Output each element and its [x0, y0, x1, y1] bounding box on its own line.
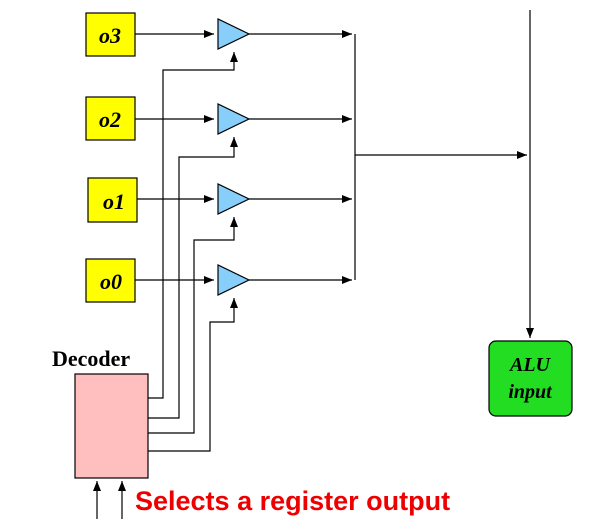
buffer-o0-icon — [217, 264, 251, 296]
register-o3-box — [85, 12, 136, 57]
register-o2-box — [85, 96, 136, 141]
enable-wire-o1 — [148, 217, 238, 434]
register-o1-box — [87, 177, 138, 223]
register-o3-label: o3 — [99, 23, 121, 48]
register-o3: o3 — [85, 12, 136, 57]
buffer-o3-icon — [217, 18, 251, 50]
enable-wire-o0 — [148, 298, 238, 452]
alu-input-label: input — [508, 381, 553, 403]
register-o2-label: o2 — [99, 107, 121, 132]
register-o1-label: o1 — [103, 189, 125, 214]
buffer-o1-icon — [217, 183, 251, 215]
register-o2: o2 — [85, 96, 136, 141]
enable-wire-o3 — [148, 52, 238, 399]
buffer-o2-icon — [217, 103, 251, 135]
enable-wire-o2 — [148, 137, 238, 419]
caption-text: Selects a register output — [135, 486, 450, 516]
register-o0: o0 — [85, 258, 136, 303]
alu-label: ALU — [508, 354, 552, 376]
decoder-title: Decoder — [52, 346, 130, 371]
register-o0-label: o0 — [100, 269, 122, 294]
register-o1: o1 — [87, 177, 138, 223]
decoder-box — [74, 373, 149, 479]
alu-input-box — [488, 340, 573, 417]
